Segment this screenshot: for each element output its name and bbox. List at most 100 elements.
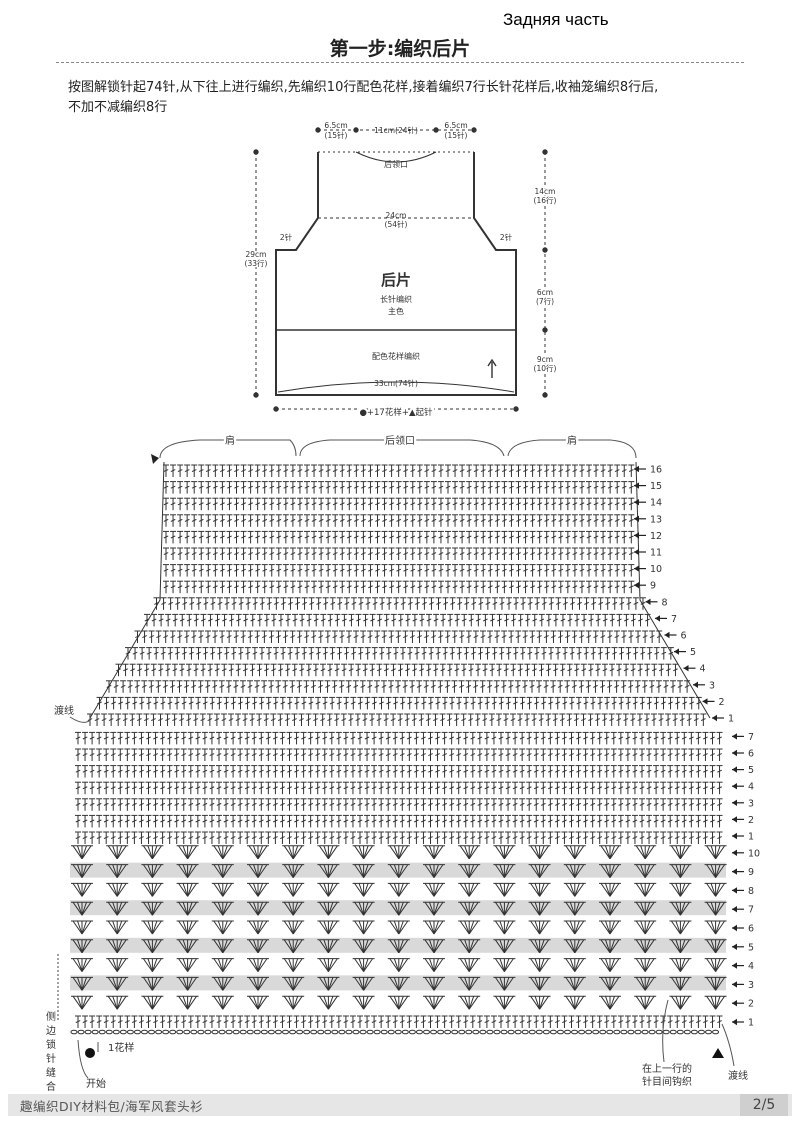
row-number: 2 bbox=[719, 697, 725, 708]
cross-thread-left: 渡线 bbox=[54, 704, 74, 717]
crochet-chart: 1615141312111098765432176543211098765432… bbox=[46, 432, 760, 1093]
row-arrow-top-13: 13 bbox=[634, 514, 662, 525]
right-14-label: 14cm bbox=[535, 187, 556, 196]
body-row-6 bbox=[75, 748, 723, 761]
row-number: 5 bbox=[748, 942, 754, 953]
one-repeat-label: 1花样 bbox=[108, 1041, 134, 1054]
row-number: 3 bbox=[709, 680, 715, 691]
row-arrow-mid-7: 7 bbox=[732, 732, 754, 743]
yoke-row-7 bbox=[144, 613, 651, 627]
color-label: 主色 bbox=[388, 306, 404, 316]
row-number: 2 bbox=[748, 815, 754, 826]
side-seam-char: 合 bbox=[46, 1080, 56, 1092]
row-number: 1 bbox=[728, 714, 734, 725]
side-seam-char: 边 bbox=[46, 1025, 56, 1037]
row-number: 5 bbox=[690, 647, 696, 658]
band-row-8 bbox=[71, 882, 727, 897]
row-arrow-top-4: 4 bbox=[683, 664, 706, 675]
row-arrow-band-4: 4 bbox=[732, 961, 754, 972]
schematic-diagram: 6.5cm (15针) 11cm(24针) 6.5cm (15针) 后领口 24… bbox=[243, 121, 558, 420]
band-row-4 bbox=[71, 958, 727, 972]
row-number: 14 bbox=[650, 498, 662, 509]
row-number: 9 bbox=[748, 867, 754, 878]
band-row-1 bbox=[75, 1015, 723, 1028]
right-6-rows: (7行) bbox=[536, 296, 554, 306]
height-29-rows: (33行) bbox=[245, 258, 268, 268]
row-arrow-band-5: 5 bbox=[732, 942, 754, 953]
shoulder-right-label: 肩 bbox=[567, 434, 577, 447]
yoke-row-3 bbox=[106, 680, 691, 693]
instructions-line-2: 不加不减编织8行 bbox=[68, 100, 168, 115]
start-label: 开始 bbox=[86, 1077, 106, 1090]
row-number: 6 bbox=[748, 924, 754, 935]
yoke-row-8 bbox=[153, 597, 646, 610]
band-row-9 bbox=[71, 864, 727, 878]
row-arrow-top-1: 1 bbox=[712, 714, 734, 725]
band-row-6 bbox=[71, 920, 727, 935]
top-left-sts: (15针) bbox=[325, 130, 348, 140]
row-arrow-band-2: 2 bbox=[732, 999, 754, 1010]
row-number: 4 bbox=[700, 664, 706, 675]
side-seam-char: 针 bbox=[46, 1052, 56, 1065]
row-number: 10 bbox=[650, 564, 662, 575]
yoke-row-10 bbox=[163, 564, 635, 577]
row-arrow-top-15: 15 bbox=[634, 481, 662, 492]
yoke-row-15 bbox=[163, 481, 635, 494]
width-24-label: 24cm bbox=[386, 211, 407, 220]
band-row-5 bbox=[71, 939, 727, 954]
yoke-row-5 bbox=[125, 647, 674, 660]
side-seam-char: 锁 bbox=[46, 1038, 56, 1051]
band-row-10 bbox=[71, 845, 727, 860]
body-row-4 bbox=[75, 781, 723, 795]
end-triangle-marker bbox=[151, 454, 159, 464]
neck-label: 后领口 bbox=[384, 159, 408, 169]
end-triangle-bottom bbox=[712, 1048, 724, 1058]
body-row-5 bbox=[75, 765, 723, 778]
row-arrow-mid-2: 2 bbox=[732, 815, 754, 826]
right-6-label: 6cm bbox=[537, 288, 553, 297]
row-arrow-top-8: 8 bbox=[645, 597, 668, 608]
row-arrow-band-1: 1 bbox=[732, 1018, 754, 1029]
bottom-formula: ●+17花样+▲起针 bbox=[359, 407, 433, 418]
top-left-width: 6.5cm bbox=[324, 121, 347, 130]
footer-bar bbox=[8, 1094, 792, 1116]
stitch-label: 长针编织 bbox=[380, 294, 412, 304]
row-number-arrows: 1615141312111098765432176543211098765432… bbox=[634, 465, 760, 1029]
band-row-3 bbox=[71, 976, 727, 991]
back-piece-outline bbox=[275, 152, 517, 396]
width-33-label: 33cm(74针) bbox=[374, 378, 418, 388]
row-arrow-mid-6: 6 bbox=[732, 749, 754, 760]
side-seam-char: 缝 bbox=[46, 1066, 56, 1079]
row-number: 4 bbox=[748, 782, 754, 793]
top-right-sts: (15针) bbox=[445, 130, 468, 140]
right-14-rows: (16行) bbox=[534, 195, 557, 205]
instructions-text: 按图解锁针起74针,从下往上进行编织,先编织10行配色花样,接着编织7行长针花样… bbox=[68, 78, 748, 118]
row-arrow-mid-3: 3 bbox=[732, 798, 754, 809]
between-stitches-line2: 针目间钩织 bbox=[642, 1075, 692, 1088]
top-mid-width: 11cm(24针) bbox=[374, 125, 418, 135]
width-24-sts: (54针) bbox=[385, 219, 408, 229]
row-arrow-band-3: 3 bbox=[732, 980, 754, 991]
instructions-line-1: 按图解锁针起74针,从下往上进行编织,先编织10行配色花样,接着编织7行长针花样… bbox=[68, 80, 659, 95]
row-arrow-mid-5: 5 bbox=[732, 765, 754, 776]
yoke-row-14 bbox=[163, 497, 635, 511]
yoke-row-4 bbox=[115, 663, 679, 677]
yoke-row-2 bbox=[96, 696, 702, 710]
row-arrow-mid-4: 4 bbox=[732, 782, 754, 793]
page-number: 2/5 bbox=[740, 1094, 788, 1116]
dec-right-label: 2针 bbox=[500, 232, 513, 242]
row-arrow-top-2: 2 bbox=[702, 697, 725, 708]
pattern-band-shading bbox=[70, 862, 726, 991]
row-number: 1 bbox=[748, 832, 754, 843]
yoke-row-16 bbox=[163, 464, 635, 477]
row-number: 7 bbox=[748, 905, 754, 916]
row-number: 6 bbox=[681, 631, 687, 642]
yoke-row-13 bbox=[163, 514, 635, 527]
row-number: 8 bbox=[748, 886, 754, 897]
row-arrow-band-9: 9 bbox=[732, 867, 754, 878]
right-9-label: 9cm bbox=[537, 355, 553, 364]
row-number: 7 bbox=[748, 732, 754, 743]
start-dot bbox=[85, 1048, 95, 1058]
side-seam-char: 侧 bbox=[46, 1010, 56, 1023]
neck-chart-label: 后领口 bbox=[385, 434, 415, 447]
